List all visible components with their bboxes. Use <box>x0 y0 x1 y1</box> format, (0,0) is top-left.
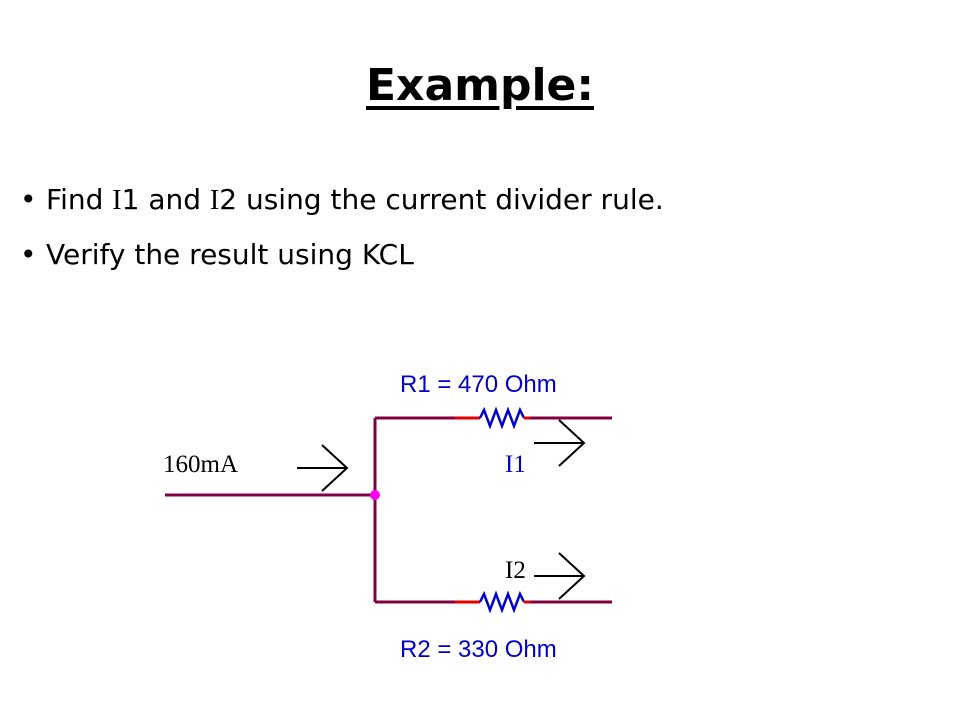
i2-current-arrow <box>534 552 586 600</box>
resistor-r1 <box>455 406 530 430</box>
r1-value-label: R1 = 470 Ohm <box>400 371 557 398</box>
bullet-text-prefix: Find <box>46 183 113 216</box>
slide-title: Example: <box>366 60 594 111</box>
bullet-text-suffix: 2 using the current divider rule. <box>219 183 664 216</box>
source-current-label: 160mA <box>163 451 238 478</box>
source-current-arrow-path <box>297 444 349 492</box>
r2-value-label: R2 = 330 Ohm <box>400 636 557 663</box>
current-arrows <box>297 419 586 600</box>
bullet-item-find: Find I1 and I2 using the current divider… <box>20 172 664 227</box>
bullet-var-i-first: I <box>112 185 122 216</box>
bullet-list: Find I1 and I2 using the current divider… <box>20 172 664 282</box>
bullet-var-i-second: I <box>209 185 220 216</box>
r1-zigzag <box>478 406 526 430</box>
i1-current-arrow <box>534 419 586 467</box>
i1-label: I1 <box>505 451 526 478</box>
bullet-item-verify: Verify the result using KCL <box>20 227 664 282</box>
bullet-text-mid: 1 and <box>121 183 210 216</box>
i2-label: I2 <box>505 557 526 584</box>
bullet-text-verify: Verify the result using KCL <box>46 238 414 271</box>
circuit-wires <box>165 416 612 604</box>
r2-zigzag <box>478 590 526 614</box>
resistor-r2 <box>455 590 530 614</box>
junction-node <box>370 490 380 500</box>
